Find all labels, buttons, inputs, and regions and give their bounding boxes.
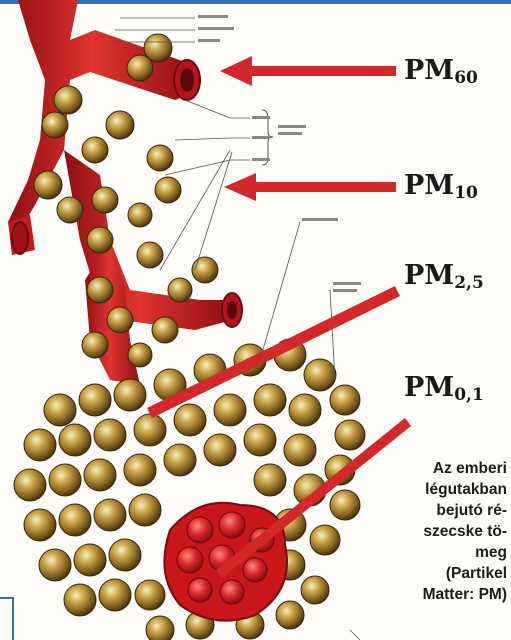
- caption-line: bejutó ré-: [327, 500, 507, 521]
- pm60-arrow: [220, 56, 396, 86]
- caption-line: (Partikel: [327, 563, 507, 584]
- pm10-sub: 10: [454, 183, 478, 203]
- pm10-base: PM: [404, 170, 454, 201]
- caption: Az emberi légutakban bejutó ré- szecske …: [327, 458, 507, 605]
- caption-line: Az emberi: [327, 458, 507, 479]
- pm60-sub: 60: [454, 68, 478, 88]
- illustration-micro-labels: [198, 15, 361, 292]
- alveolus-cross-section: [164, 503, 287, 621]
- pm25-label: PM2,5: [404, 260, 484, 293]
- pm60-label: PM60: [404, 55, 478, 88]
- pm25-base: PM: [404, 260, 454, 291]
- pm25-sub: 2,5: [454, 273, 484, 293]
- pm01-sub: 0,1: [454, 385, 484, 405]
- pm01-base: PM: [404, 372, 454, 403]
- pm10-arrow: [224, 173, 396, 201]
- caption-line: légutakban: [327, 479, 507, 500]
- caption-line: szecske tö-: [327, 521, 507, 542]
- pm60-base: PM: [404, 55, 454, 86]
- pm01-label: PM0,1: [404, 372, 484, 405]
- caption-line: meg: [327, 542, 507, 563]
- caption-line: Matter: PM): [327, 584, 507, 605]
- corner-frame: [0, 597, 14, 640]
- pm10-label: PM10: [404, 170, 478, 203]
